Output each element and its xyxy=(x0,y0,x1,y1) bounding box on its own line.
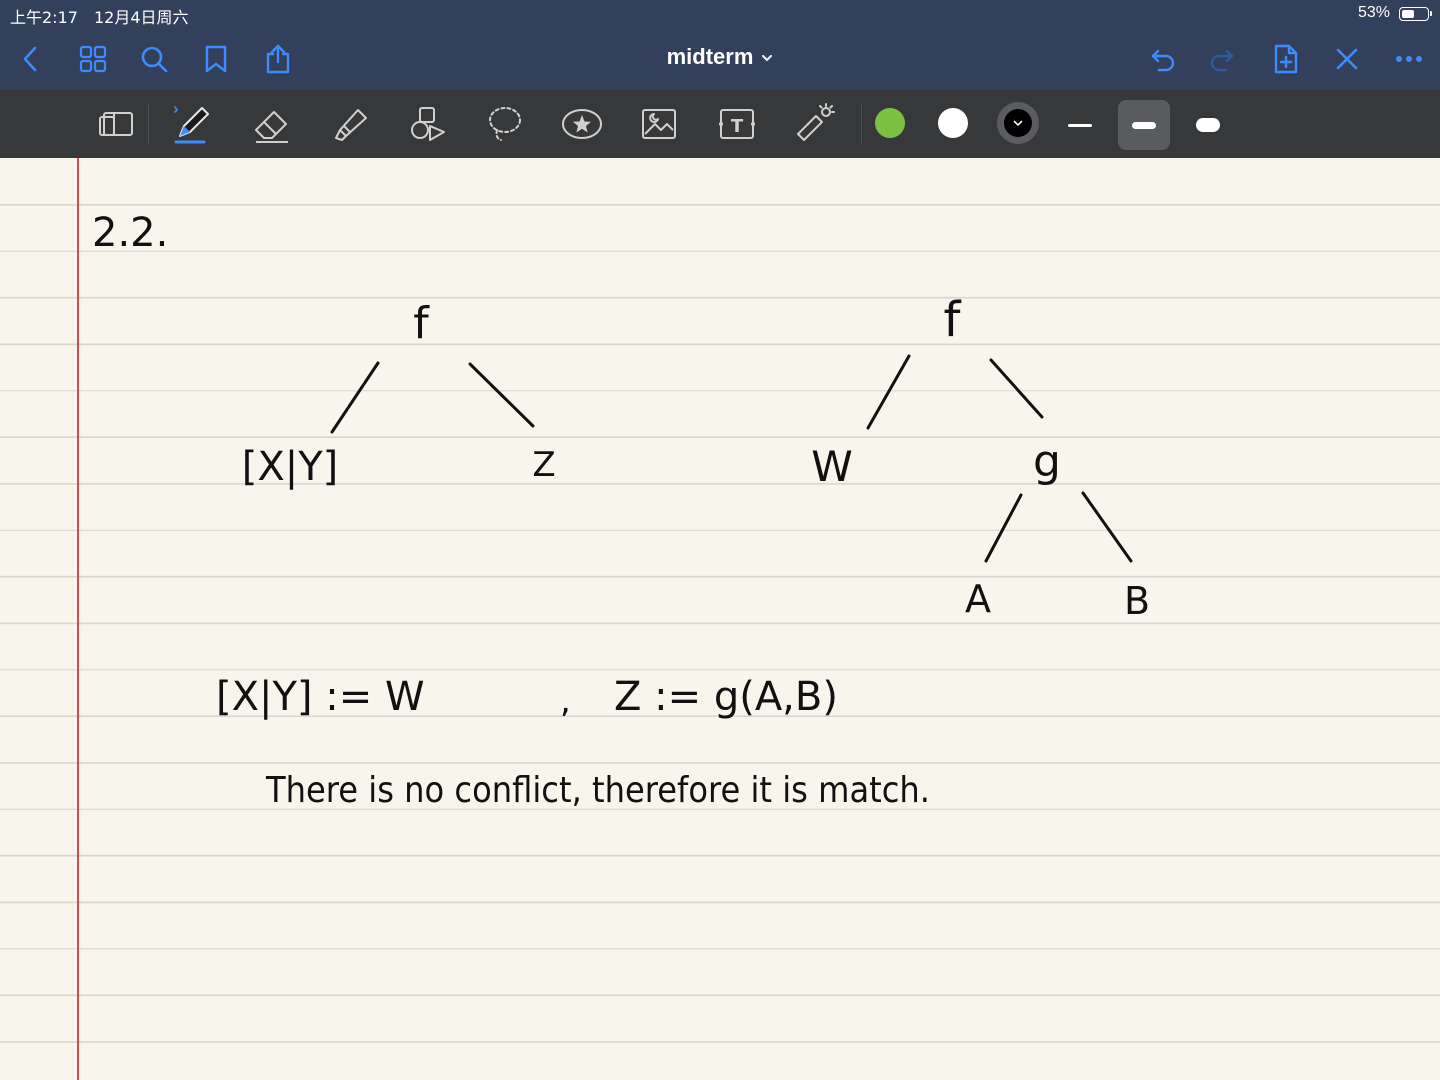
sticker-icon[interactable] xyxy=(558,100,606,148)
chevron-down-icon xyxy=(1013,120,1023,126)
document-title-text: midterm xyxy=(666,44,754,69)
search-icon[interactable] xyxy=(137,42,171,76)
highlighter-icon[interactable] xyxy=(326,100,374,148)
document-title[interactable]: midterm xyxy=(667,44,774,69)
color-green-swatch[interactable] xyxy=(875,108,905,138)
margin-line xyxy=(77,158,79,1080)
page-view-icon[interactable] xyxy=(92,100,140,148)
add-page-icon[interactable] xyxy=(1269,42,1303,76)
tool-bar: T xyxy=(0,90,1440,158)
battery-icon xyxy=(1399,7,1432,21)
toolbar-divider xyxy=(148,104,149,144)
eraser-icon[interactable] xyxy=(248,100,296,148)
toolbar-divider xyxy=(861,104,862,144)
status-date: 12月4日周六 xyxy=(94,8,189,27)
lasso-icon[interactable] xyxy=(481,100,529,148)
shapes-icon[interactable] xyxy=(404,100,452,148)
svg-text:T: T xyxy=(731,116,744,137)
image-icon[interactable] xyxy=(635,100,683,148)
note-page[interactable] xyxy=(0,158,1440,1080)
stroke-thin-button[interactable] xyxy=(1054,100,1106,150)
nav-bar: midterm xyxy=(0,28,1440,90)
back-chevron-icon[interactable] xyxy=(14,42,48,76)
battery-percent: 53% xyxy=(1357,4,1390,21)
close-icon[interactable] xyxy=(1330,42,1364,76)
laser-pointer-icon[interactable] xyxy=(790,100,838,148)
undo-icon[interactable] xyxy=(1145,42,1179,76)
share-icon[interactable] xyxy=(261,42,295,76)
status-time: 上午2:17 xyxy=(10,8,78,27)
more-icon[interactable] xyxy=(1392,42,1426,76)
bookmark-icon[interactable] xyxy=(199,42,233,76)
chevron-down-icon xyxy=(762,55,773,62)
selected-color-dot xyxy=(1004,109,1032,137)
pen-icon[interactable] xyxy=(168,100,216,148)
color-white-swatch[interactable] xyxy=(938,108,968,138)
grid-icon[interactable] xyxy=(76,42,110,76)
text-icon[interactable]: T xyxy=(713,100,761,148)
redo-icon[interactable] xyxy=(1206,42,1240,76)
stroke-medium-button[interactable] xyxy=(1118,100,1170,150)
battery-fill xyxy=(1401,9,1415,18)
color-black-swatch[interactable] xyxy=(997,102,1039,144)
status-bar: 上午2:17 12月4日周六 53% xyxy=(0,0,1440,28)
stroke-thick-button[interactable] xyxy=(1182,100,1234,150)
